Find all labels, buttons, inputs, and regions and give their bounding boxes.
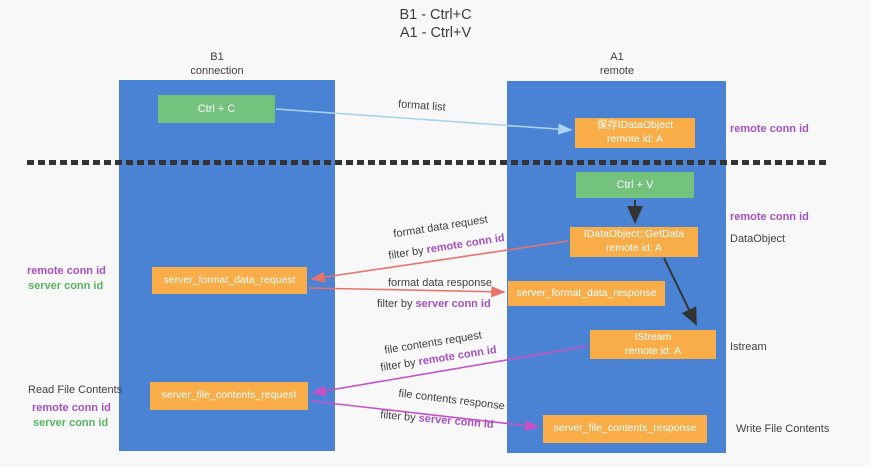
annotation-server-conn-id-bottom-left: server conn id (33, 417, 109, 429)
annotation-remote-conn-id-mid-left: remote conn id (27, 265, 106, 277)
annotation-remote-conn-id-top-right: remote conn id (730, 123, 809, 135)
filter-by-text: filter by (377, 298, 416, 310)
node-server-format-data-response: server_format_data_response (508, 281, 665, 306)
title-line-1: B1 - Ctrl+C (399, 7, 472, 23)
left-column-subtitle: connection (190, 65, 244, 78)
node-idataobject-getdata-line1: IDataObject::GetData (583, 228, 685, 241)
filter-by-text: filter by (379, 409, 420, 425)
edge-label-filter-server-2: filter by server conn id (380, 409, 494, 433)
annotation-istream: Istream (730, 341, 767, 353)
node-ctrl-v: Ctrl + V (576, 172, 694, 198)
edge-label-format-list: format list (397, 98, 447, 114)
node-server-format-data-request-label: server_format_data_request (163, 273, 296, 286)
left-column-header: B1 connection (147, 50, 287, 79)
filter-by-text: filter by (379, 356, 420, 375)
right-column-subtitle: remote (599, 65, 635, 78)
node-server-file-contents-request-label: server_file_contents_request (161, 389, 297, 402)
remote-conn-id-text: remote conn id (425, 231, 506, 257)
node-save-idataobject: 保存IDataObject remote id: A (575, 118, 695, 148)
annotation-remote-conn-id-bottom-left: remote conn id (32, 402, 111, 414)
node-istream: IStream remote id: A (590, 330, 716, 359)
node-server-file-contents-request: server_file_contents_request (150, 382, 308, 410)
node-server-format-data-response-label: server_format_data_response (516, 286, 657, 299)
filter-by-text: filter by (387, 244, 428, 263)
annotation-server-conn-id-mid-left: server conn id (28, 280, 104, 292)
title-line-2: A1 - Ctrl+V (399, 25, 472, 42)
right-column-header: A1 remote (547, 50, 687, 79)
node-ctrl-c-label: Ctrl + C (197, 102, 236, 115)
annotation-write-file-contents: Write File Contents (736, 423, 830, 435)
node-istream-line1: IStream (634, 330, 672, 343)
node-ctrl-v-label: Ctrl + V (616, 178, 654, 191)
edge-label-file-contents-response: file contents response (397, 387, 506, 413)
node-server-file-contents-response-label: server_file_contents_response (553, 422, 697, 435)
server-conn-id-text: server conn id (415, 298, 491, 310)
diagram-title: B1 - Ctrl+C A1 - Ctrl+V (0, 6, 871, 42)
node-idataobject-getdata: IDataObject::GetData remote id: A (570, 227, 698, 257)
node-server-format-data-request: server_format_data_request (152, 267, 307, 294)
node-ctrl-c: Ctrl + C (158, 95, 275, 123)
dashed-separator-line (27, 160, 830, 165)
edge-label-format-data-response: format data response (388, 277, 492, 289)
edge-label-filter-server-1: filter by server conn id (377, 298, 491, 312)
annotation-remote-conn-id-mid-right: remote conn id (730, 211, 809, 223)
node-idataobject-getdata-line2: remote id: A (605, 242, 663, 254)
server-conn-id-text: server conn id (418, 412, 495, 431)
node-save-idataobject-line1: 保存IDataObject (596, 119, 674, 132)
annotation-read-file-contents: Read File Contents (28, 384, 123, 396)
left-column-name: B1 (210, 51, 224, 63)
node-istream-line2: remote id: A (624, 344, 682, 357)
node-server-file-contents-response: server_file_contents_response (543, 415, 707, 443)
right-column-name: A1 (610, 51, 624, 63)
annotation-dataobject: DataObject (730, 233, 786, 245)
node-save-idataobject-line2: remote id: A (606, 133, 664, 145)
